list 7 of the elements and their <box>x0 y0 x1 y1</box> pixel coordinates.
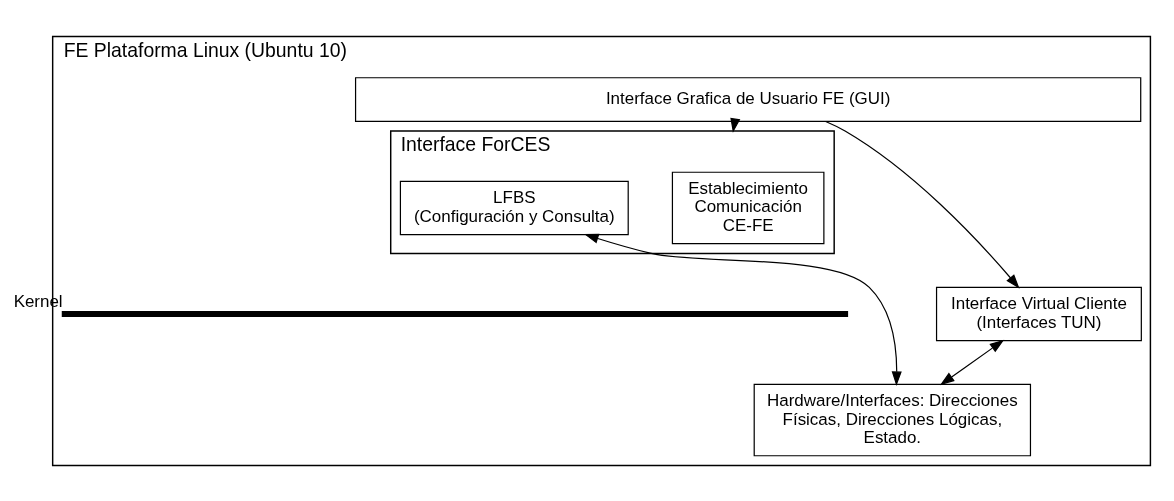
node-box: Interface Virtual Cliente (Interfaces TUN) <box>935 286 1142 341</box>
node-box: LFBS (Configuración y Consulta) <box>399 180 629 235</box>
node-box: Establecimiento Comunicación CE-FE <box>671 171 825 244</box>
node-bar <box>61 310 849 317</box>
arrow <box>939 339 1005 385</box>
arrow <box>584 233 902 386</box>
node-box: Hardware/Interfaces: Direcciones Físicas, Direcciones Lógicas, Estado. <box>753 383 1032 456</box>
